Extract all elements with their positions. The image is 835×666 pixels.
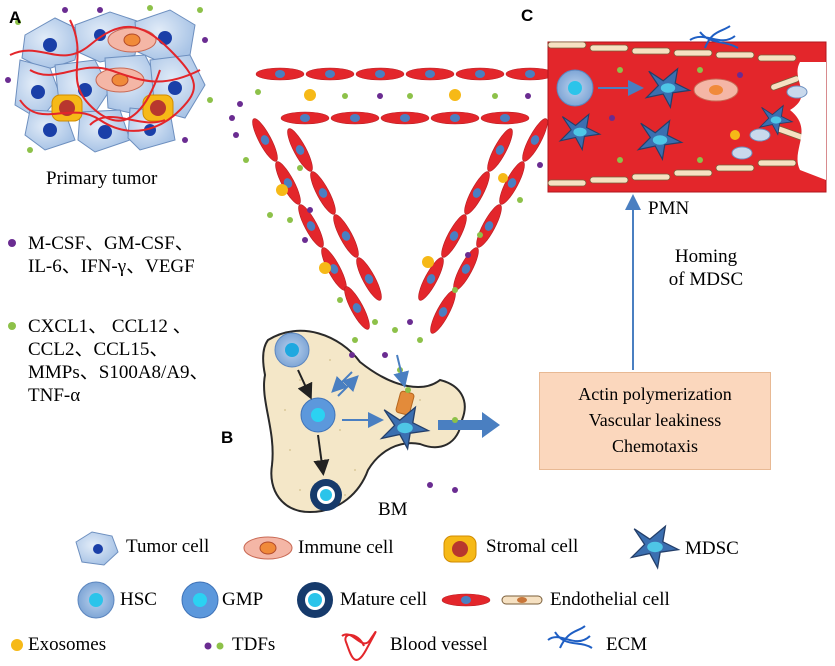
mechanism-line: Actin polymerization <box>578 384 732 404</box>
primary-tumor-cluster <box>5 5 213 153</box>
green-factor-line: CXCL1、 CCL12 、 <box>28 316 192 337</box>
bm-label: BM <box>378 499 408 520</box>
legend-icons <box>11 525 680 661</box>
pmn-label: PMN <box>648 198 690 219</box>
legend-label-mature-cell: Mature cell <box>340 589 428 610</box>
mechanism-line: Vascular leakiness <box>588 410 722 430</box>
pmn-panel <box>547 25 827 193</box>
homing-label-line-2: of MDSC <box>668 269 744 290</box>
legend-label-gmp: GMP <box>222 589 264 610</box>
green-factor-line: MMPs、S100A8/A9、 <box>28 362 209 383</box>
bone-marrow <box>262 329 500 514</box>
mechanism-line: Chemotaxis <box>612 436 698 456</box>
legend-label-mdsc: MDSC <box>685 538 739 559</box>
homing-label: Homing of MDSC <box>660 245 752 291</box>
panel-label-c: C <box>521 6 534 25</box>
legend-label-blood-vessel: Blood vessel <box>390 634 488 655</box>
legend-label-hsc: HSC <box>120 589 157 610</box>
legend-label-endothelial-cell: Endothelial cell <box>550 589 670 610</box>
green-factor-line: CCL2、CCL15、 <box>28 339 169 360</box>
purple-factor-list: M-CSF、GM-CSF、 IL-6、IFN-γ、VEGF <box>28 232 195 278</box>
legend-label-ecm: ECM <box>606 634 648 655</box>
legend-label-tumor-cell: Tumor cell <box>126 536 210 557</box>
primary-tumor-label: Primary tumor <box>46 168 158 189</box>
legend-label-stromal-cell: Stromal cell <box>486 536 579 557</box>
legend-label-immune-cell: Immune cell <box>298 537 394 558</box>
legend-label-tdfs: TDFs <box>232 634 276 655</box>
homing-label-line-1: Homing <box>674 246 738 267</box>
mdsc-mechanism-box: Actin polymerization Vascular leakiness … <box>539 372 771 470</box>
vessel-network <box>229 67 555 373</box>
green-factor-list: CXCL1、 CCL12 、 CCL2、CCL15、 MMPs、S100A8/A… <box>28 315 209 407</box>
legend-label-exosomes: Exosomes <box>28 634 107 655</box>
panel-label-b: B <box>221 428 234 447</box>
purple-factor-bullet <box>8 239 16 247</box>
green-factor-line: TNF-α <box>28 385 81 406</box>
panel-label-a: A <box>9 8 22 27</box>
purple-factor-line: IL-6、IFN-γ、VEGF <box>28 256 195 277</box>
green-factor-bullet <box>8 322 16 330</box>
purple-factor-line: M-CSF、GM-CSF、 <box>28 233 194 254</box>
